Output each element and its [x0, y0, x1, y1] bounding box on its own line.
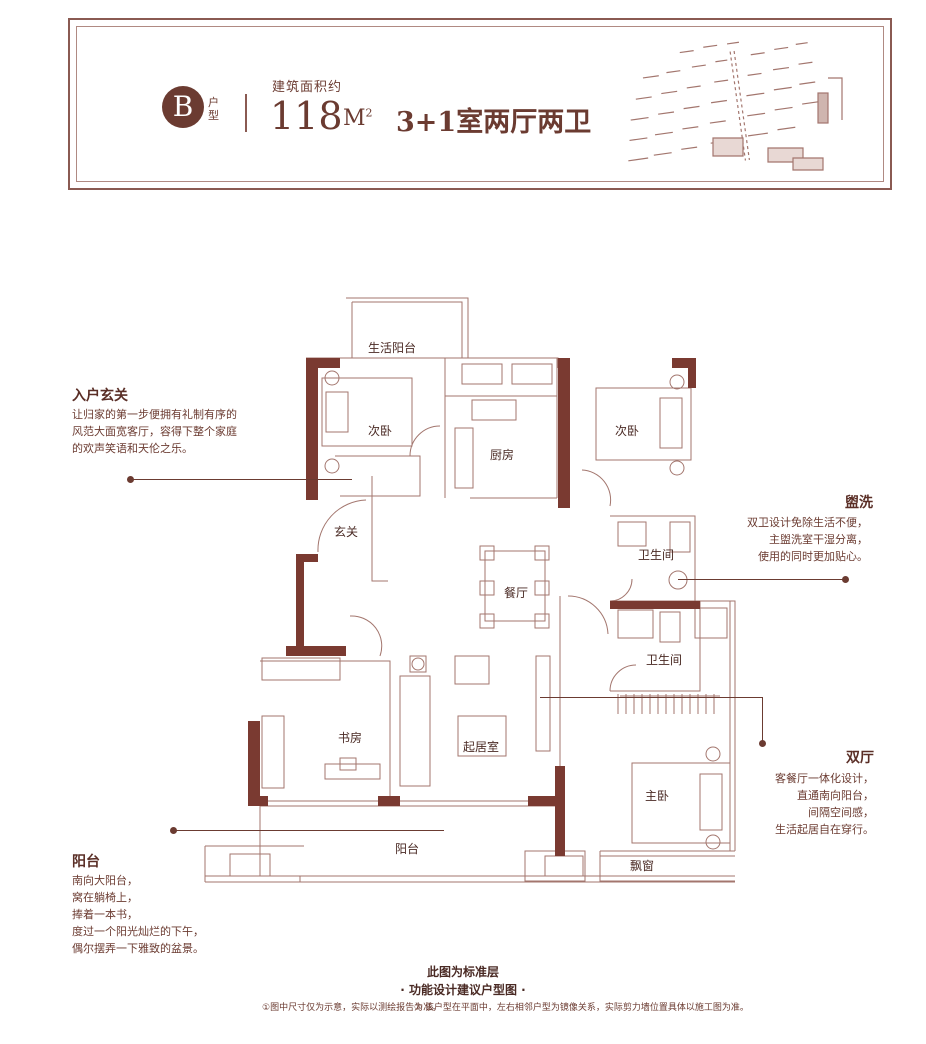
room-label-bathroom-2: 卫生间	[646, 653, 683, 667]
footer-function-note: · 功能设计建议户型图 ·	[400, 983, 526, 997]
room-label-bedroom-right: 次卧	[615, 424, 640, 438]
unit-type-word: 户型	[208, 96, 219, 122]
footer-standard-floor: 此图为标准层	[426, 965, 499, 979]
callout-entrance-title: 入户玄关	[72, 388, 128, 404]
layout-title: 3+1室两厅两卫	[396, 107, 592, 138]
unit-type-badge: B	[162, 86, 204, 128]
callout-balcony-leader	[174, 830, 444, 831]
room-label-kitchen: 厨房	[490, 448, 515, 462]
callout-bath-dot	[842, 576, 849, 583]
room-label-balcony: 阳台	[395, 842, 420, 856]
room-label-study: 书房	[338, 731, 363, 745]
callout-halls-title: 双厅	[846, 750, 874, 766]
callout-balcony-text: 南向大阳台，窝在躺椅上，捧着一本书，度过一个阳光灿烂的下午，偶尔摆弄一下雅致的盆…	[72, 874, 204, 955]
room-label-bay-window: 飘窗	[630, 859, 655, 873]
callout-halls-text: 客餐厅一体化设计，直通南向阳台，间隔空间感，生活起居自在穿行。	[775, 772, 874, 836]
floor-plan	[204, 297, 736, 883]
room-label-living: 起居室	[463, 740, 500, 754]
header-divider	[245, 94, 247, 132]
room-label-dining: 餐厅	[504, 586, 529, 600]
callout-bath-text: 双卫设计免除生活不便，主盥洗室干湿分离，使用的同时更加贴心。	[747, 516, 868, 563]
callout-bath-leader	[678, 579, 846, 580]
site-plan-thumbnail	[628, 41, 843, 171]
callout-balcony-title: 阳台	[72, 854, 100, 870]
area-label: 建筑面积约	[272, 80, 343, 95]
callout-bath-title: 盥洗	[845, 495, 873, 511]
room-label-bathroom-1: 卫生间	[638, 548, 675, 562]
callout-halls-dot	[759, 740, 766, 747]
footer-note-2: ② 该户型在平面中，左右相邻户型为镜像关系，实际剪力墙位置具体以施工图为准。	[414, 1003, 749, 1013]
callout-entrance-text: 让归家的第一步便拥有礼制有序的风范大面宽客厅，容得下整个家庭的欢声笑语和天伦之乐…	[72, 408, 237, 455]
area-value: 118	[270, 94, 343, 138]
footer-note-1: ①图中尺寸仅为示意，实际以测绘报告为准。	[262, 1003, 442, 1013]
callout-entrance-leader	[130, 479, 352, 480]
room-label-bedroom-left: 次卧	[368, 424, 393, 438]
room-label-entrance: 玄关	[334, 525, 359, 539]
header-frame	[68, 18, 892, 190]
room-label-service-balcony: 生活阳台	[368, 341, 417, 355]
callout-balcony-dot	[170, 827, 177, 834]
callout-halls-vleader	[762, 697, 763, 743]
callout-halls-leader	[540, 697, 762, 698]
room-label-master: 主卧	[645, 789, 670, 803]
area-unit: M2	[343, 106, 373, 131]
